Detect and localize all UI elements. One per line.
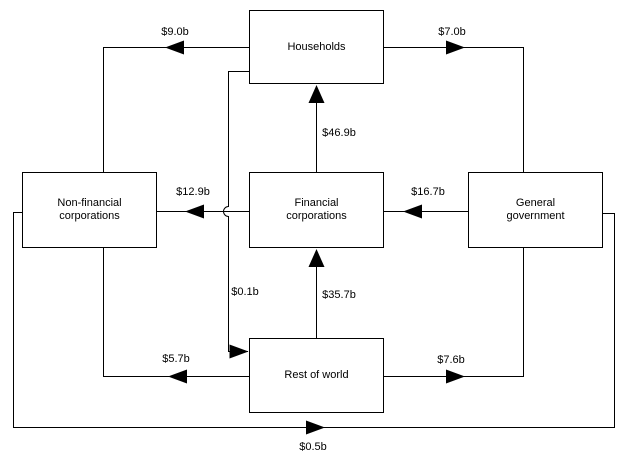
flow-households-to-nonfinancial-line	[103, 47, 249, 172]
flow-restofworld-to-nonfinancial-arrowhead-icon	[168, 369, 187, 384]
node-label: General	[515, 197, 556, 209]
node-label: government	[506, 210, 565, 222]
flow-value-label: $35.7b	[322, 289, 356, 301]
node-households: Households	[249, 10, 384, 84]
flow-nonfinancial-to-government-arrowhead-icon	[306, 420, 325, 435]
flow-value-label: $12.9b	[176, 186, 210, 198]
flow-value-label: $0.5b	[299, 441, 327, 453]
flow-households-to-government-arrowhead-icon	[446, 40, 465, 55]
flow-restofworld-to-government-arrowhead-icon	[446, 369, 465, 384]
node-financial-corporations: Financial corporations	[249, 172, 384, 248]
node-label: Households	[287, 40, 346, 53]
flow-restofworld-to-financial-arrowhead-icon	[308, 249, 325, 267]
node-label: corporations	[286, 210, 347, 222]
node-label: corporations	[59, 210, 120, 222]
flow-value-label: $46.9b	[322, 127, 356, 139]
flow-value-label: $5.7b	[162, 353, 190, 365]
flow-value-label: $7.0b	[438, 26, 466, 38]
node-label: Rest of world	[284, 369, 349, 381]
flow-government-to-financial-arrowhead-icon	[403, 204, 422, 219]
flow-households-to-restofworld-line	[223, 71, 249, 352]
node-non-financial-corporations: Non-financial corporations	[22, 172, 157, 248]
flow-value-label: $16.7b	[411, 186, 445, 198]
node-label: Non-financial	[57, 197, 122, 209]
flow-value-label: $9.0b	[161, 26, 189, 38]
flow-value-label: $0.1b	[231, 286, 259, 298]
flow-households-to-government-line	[384, 47, 524, 172]
flow-financial-to-households-arrowhead-icon	[308, 85, 325, 103]
flow-financial-to-nonfinancial-arrowhead-icon	[185, 204, 204, 219]
flow-households-to-nonfinancial-arrowhead-icon	[165, 40, 184, 55]
flow-households-to-restofworld-arrowhead-icon	[229, 344, 249, 359]
flow-value-label: $7.6b	[437, 354, 465, 366]
node-rest-of-world: Rest of world	[249, 338, 384, 413]
flow-restofworld-to-nonfinancial-line	[103, 248, 249, 377]
flow-restofworld-to-government-line	[384, 248, 524, 377]
node-general-government: General government	[468, 172, 603, 248]
node-label: Financial	[294, 197, 339, 209]
